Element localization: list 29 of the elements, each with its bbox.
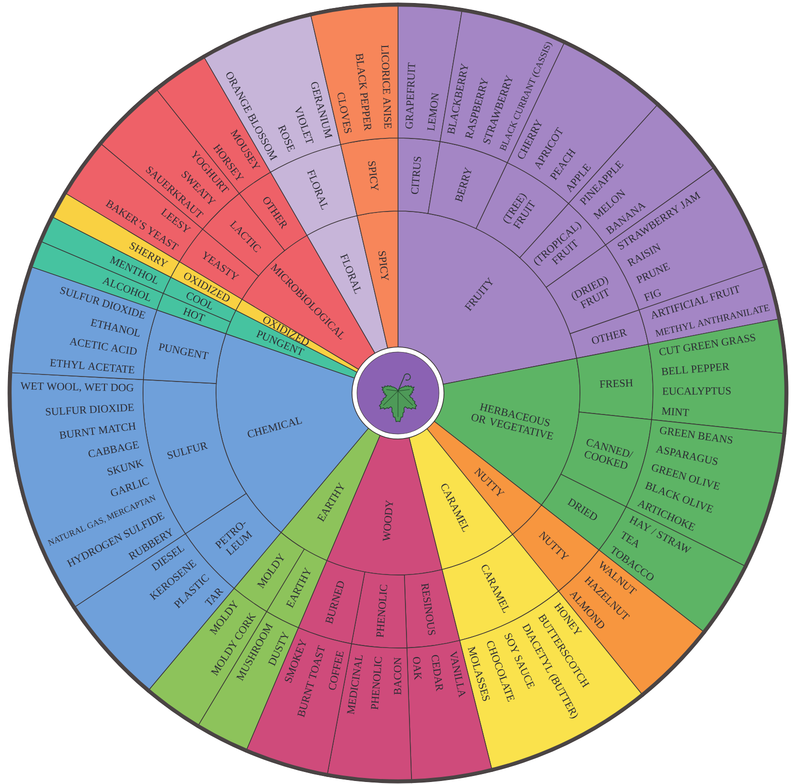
aroma-term: MEDICINAL (346, 655, 363, 714)
subcategory-segment: FRESH (576, 344, 654, 420)
aroma-term: LICORICE ANISE (381, 44, 392, 129)
subcategory-segment: OTHER (570, 310, 649, 359)
aroma-term: CABBAGE (88, 441, 139, 458)
aroma-term: COFFEE (328, 651, 344, 690)
subcategory-segment: RESINOUS (404, 569, 460, 648)
subcategory-segment: CITRUS (398, 138, 440, 214)
subcategory-segment: PHENOLIC (351, 572, 408, 648)
aroma-term: GRAPEFRUIT (406, 62, 416, 129)
aroma-term: WET WOOL, WET DOG (20, 382, 134, 392)
aroma-term: CLOVES (338, 92, 352, 134)
aroma-term: BLACK PEPPER (356, 53, 372, 131)
aroma-term: SKUNK (107, 459, 144, 476)
aroma-term: MINT (662, 407, 690, 416)
aroma-term: BELL PEPPER (661, 362, 730, 376)
aroma-term: SULFUR DIOXIDE (46, 404, 134, 416)
aroma-term: GREEN BEANS (660, 426, 732, 444)
subcategory-segment: SPICY (340, 138, 398, 216)
aroma-term: CEDAR (432, 655, 443, 692)
aroma-term: ACETIC ACID (69, 338, 137, 355)
aroma-term: BACON (394, 657, 402, 695)
aroma-term: OAK (413, 656, 422, 680)
aroma-term: LEMON (427, 92, 439, 131)
aroma-term: VANILLA (450, 650, 466, 698)
aroma-term: BURNT MATCH (59, 422, 136, 439)
aroma-term: PHENOLIC (370, 656, 382, 710)
aroma-term: ETHYL ACETATE (50, 359, 134, 374)
aroma-term: EUCALYPTUS (662, 387, 731, 395)
